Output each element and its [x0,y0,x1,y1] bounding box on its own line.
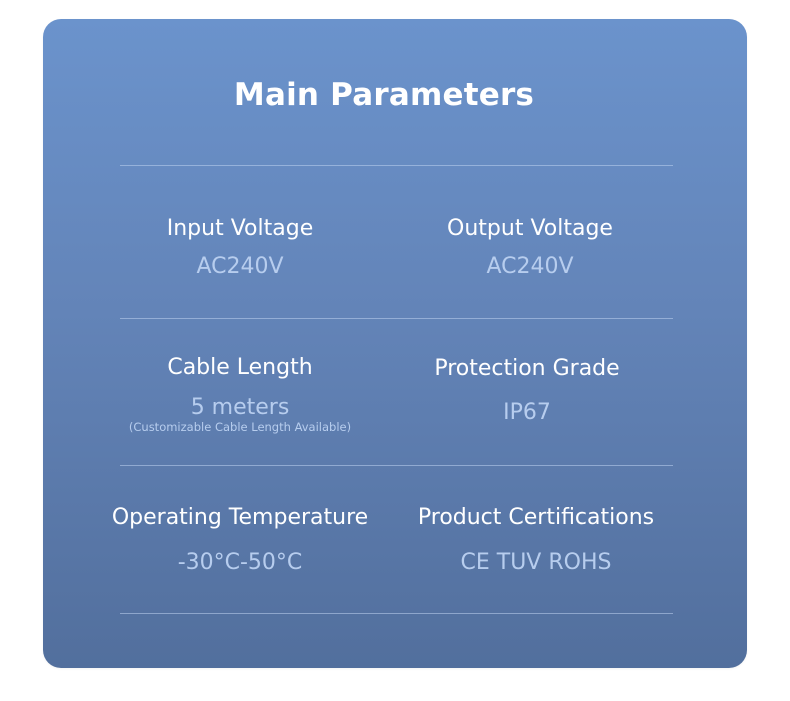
divider-bottom [120,613,673,614]
param-label: Protection Grade [434,356,620,381]
param-cable-length: Cable Length 5 meters (Customizable Cabl… [90,354,390,434]
card-title: Main Parameters [43,77,725,113]
param-label: Product Certifications [417,505,655,530]
param-input-voltage: Input Voltage AC240V [90,215,390,281]
param-label: Input Voltage [166,216,314,241]
parameters-card: Main Parameters Input Voltage AC240V Out… [43,19,747,668]
divider-top [120,165,673,166]
param-value: -30°C-50°C [177,550,303,575]
param-output-voltage: Output Voltage AC240V [380,215,680,281]
param-protection-grade: Protection Grade IP67 [377,355,677,427]
param-value: AC240V [486,254,574,279]
param-note: (Customizable Cable Length Available) [128,420,352,434]
param-product-certifications: Product Certifications CE TUV ROHS [386,504,686,577]
param-value: IP67 [503,400,551,425]
divider-row-2 [120,465,673,466]
param-value: 5 meters [190,395,290,420]
param-operating-temperature: Operating Temperature -30°C-50°C [90,504,390,577]
divider-row-1 [120,318,673,319]
param-label: Output Voltage [447,216,613,241]
param-value: CE TUV ROHS [460,550,612,575]
param-label: Operating Temperature [111,505,369,530]
card-title-text: Main Parameters [233,77,535,113]
param-label: Cable Length [167,355,313,380]
param-value: AC240V [196,254,284,279]
